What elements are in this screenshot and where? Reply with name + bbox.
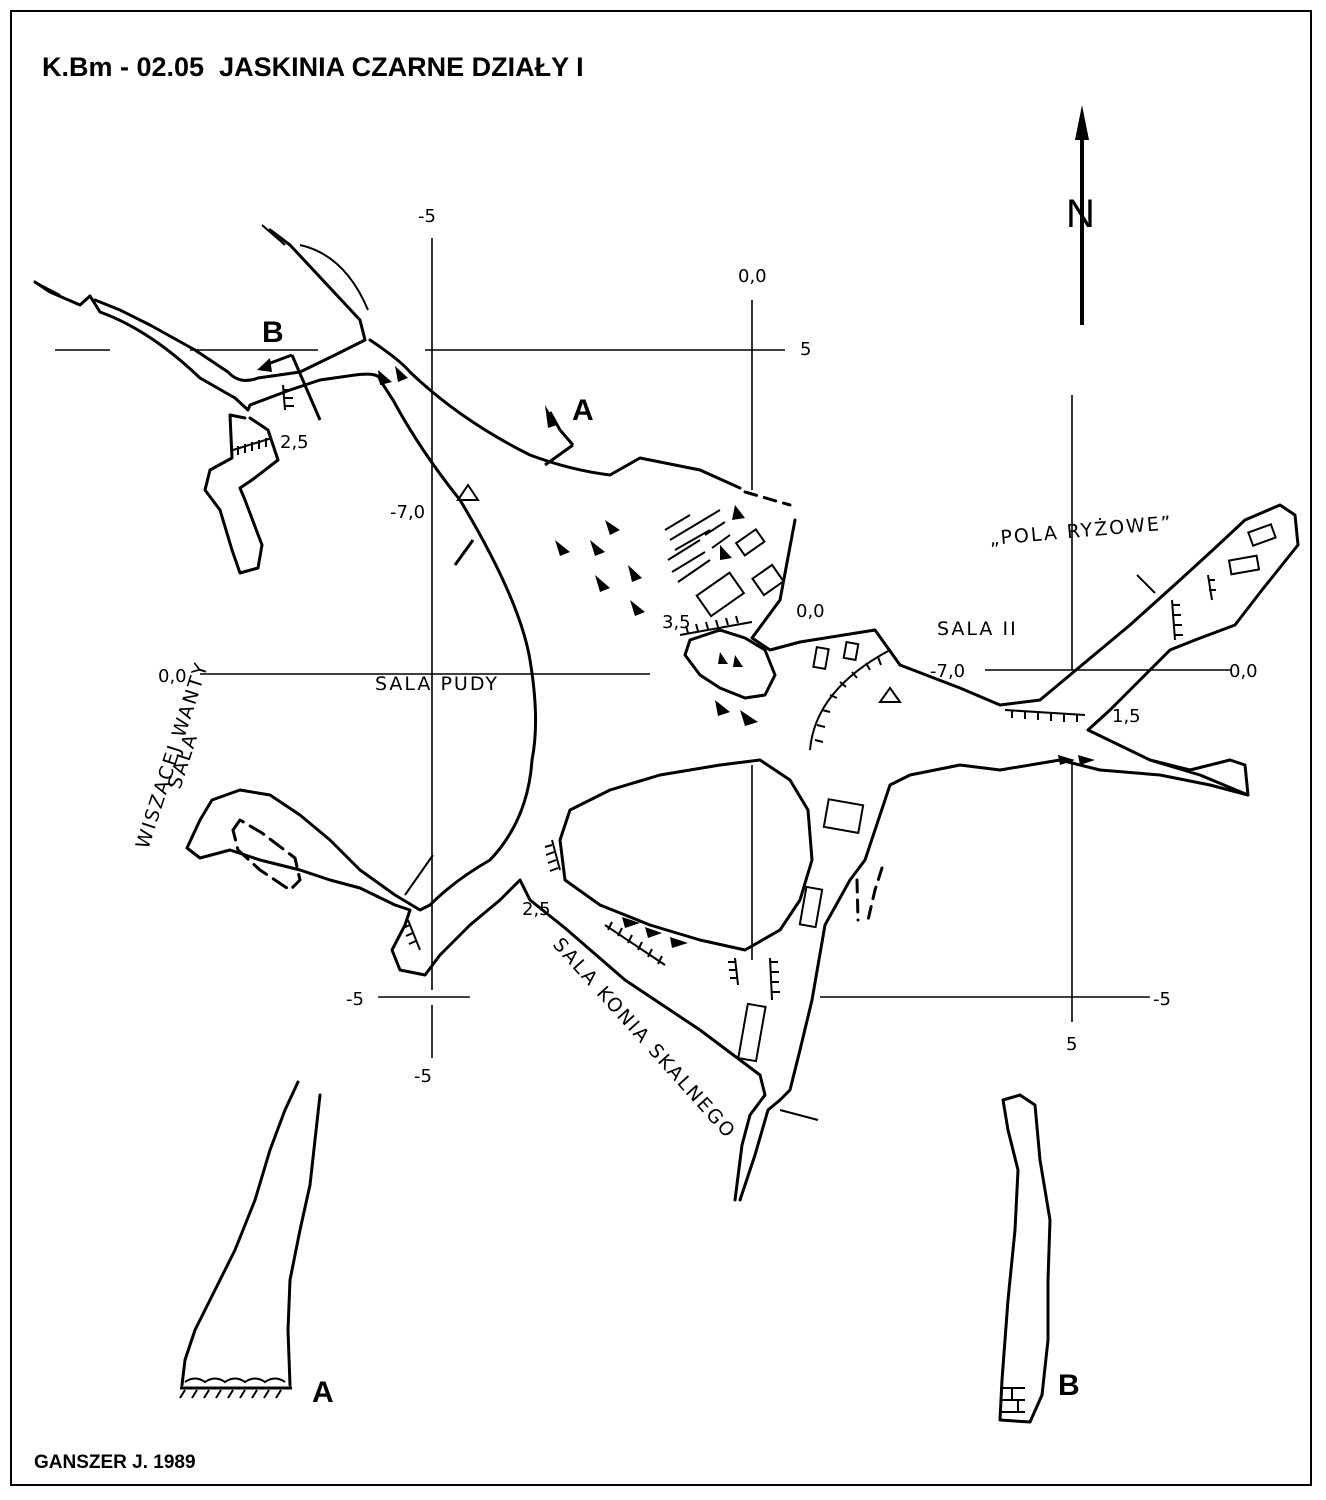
- rock-blocks: [695, 523, 1277, 1063]
- map-frame: [10, 10, 1312, 1486]
- grid-label: -5: [418, 206, 436, 227]
- grid-label: 0,0: [796, 601, 825, 622]
- north-label: N: [1066, 192, 1095, 236]
- grid-label: 0,0: [158, 666, 187, 687]
- section-a-label: A: [572, 394, 594, 427]
- grid-label: 0,0: [1229, 661, 1258, 682]
- section-b-label: B: [262, 316, 284, 349]
- passage-arrows: [34, 224, 1156, 1121]
- depth-label: 1,5: [1112, 706, 1141, 727]
- cross-section-b: [998, 1093, 1052, 1424]
- grid-label: 5: [800, 339, 811, 360]
- cave-walls: [33, 228, 1300, 1202]
- grid-label: -5: [414, 1066, 432, 1087]
- section-line-b: [257, 353, 475, 566]
- north-arrow-icon: [1075, 105, 1089, 325]
- room-label-sala-wiszacej-wanty-line2: WISZĄCEJ WANTY: [132, 659, 213, 851]
- survey-grid: [55, 238, 1230, 1058]
- map-title: K.Bm - 02.05 JASKINIA CZARNE DZIAŁY I: [42, 52, 584, 82]
- hatching: [232, 384, 1216, 1001]
- room-label-sala-pudy: SALA PUDY: [375, 673, 499, 695]
- cross-section-a-label: A: [312, 1376, 334, 1409]
- survey-point-icon: [456, 483, 902, 703]
- rubble-markers: [378, 366, 1095, 948]
- section-line-a: [544, 405, 575, 467]
- depth-label: 2,5: [522, 899, 551, 920]
- grid-label: 0,0: [738, 266, 767, 287]
- depth-label: 3,5: [662, 612, 691, 633]
- grid-label: -5: [1153, 989, 1171, 1010]
- cross-section-a: [179, 1080, 322, 1399]
- cross-section-b-label: B: [1058, 1369, 1080, 1402]
- grid-label: 5: [1066, 1034, 1077, 1055]
- grid-label: -7,0: [390, 502, 425, 523]
- grid-label: -7,0: [930, 661, 965, 682]
- author-credit: GANSZER J. 1989: [34, 1452, 196, 1473]
- room-label-sala-ii: SALA II: [937, 618, 1018, 640]
- grid-label: -5: [346, 989, 364, 1010]
- depth-label: 2,5: [280, 432, 309, 453]
- room-label-pola-ryzowe: „POLA RYŻOWE”: [988, 511, 1173, 550]
